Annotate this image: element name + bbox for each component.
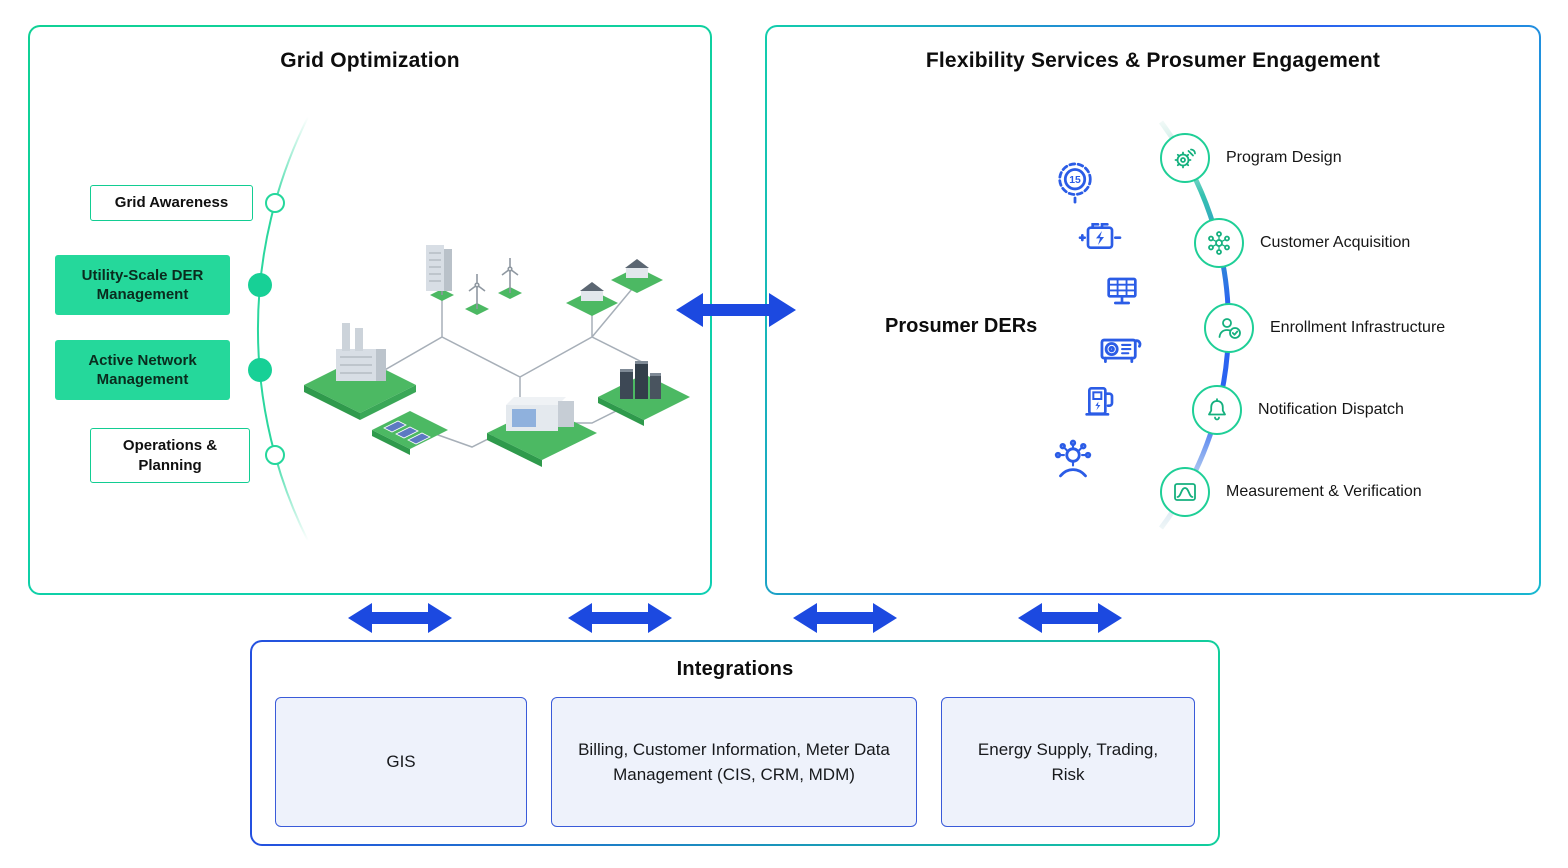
flexibility-panel-inner: Flexibility Services & Prosumer Engageme… — [767, 27, 1539, 593]
person-check-icon — [1204, 303, 1254, 353]
flexibility-panel: Flexibility Services & Prosumer Engageme… — [765, 25, 1541, 595]
smart-meter-gauge-icon: 15 — [1049, 156, 1101, 208]
service-label: Customer Acquisition — [1260, 234, 1411, 251]
service-label: Enrollment Infrastructure — [1270, 319, 1446, 336]
bidirectional-arrow-panels — [676, 291, 796, 334]
gear-wrench-icon — [1160, 133, 1210, 183]
grid-optimization-panel-inner: Grid Optimization Grid Awareness Utility… — [30, 27, 710, 593]
office-building — [426, 245, 452, 291]
network-icon — [1194, 218, 1244, 268]
grid-optimization-panel: Grid Optimization Grid Awareness Utility… — [28, 25, 712, 595]
solar-array — [383, 420, 431, 445]
integrations-panel-inner: Integrations GIS Billing, Customer Infor… — [252, 642, 1218, 844]
bidirectional-arrow-integration-4 — [1018, 601, 1122, 640]
integration-box-billing-cis-crm-mdm: Billing, Customer Information, Meter Dat… — [551, 697, 917, 827]
service-program-design: Program Design — [1160, 133, 1342, 183]
ev-charger-icon — [1074, 377, 1126, 429]
arc-node-operations-planning — [265, 445, 285, 465]
service-notification-dispatch: Notification Dispatch — [1192, 385, 1404, 435]
service-label: Measurement & Verification — [1226, 483, 1422, 500]
integrations-title: Integrations — [676, 658, 794, 680]
bidirectional-arrow-integration-2 — [568, 601, 672, 640]
service-enrollment-infrastructure: Enrollment Infrastructure — [1204, 303, 1445, 353]
service-measurement-verification: Measurement & Verification — [1160, 467, 1422, 517]
battery-icon — [1074, 211, 1126, 263]
houses — [580, 259, 649, 301]
grid-item-operations-planning: Operations & Planning — [90, 428, 250, 483]
grid-item-active-network-management: Active Network Management — [55, 340, 230, 400]
arc-node-active-network — [248, 358, 272, 382]
bell-curve-chart-icon — [1160, 467, 1210, 517]
service-customer-acquisition: Customer Acquisition — [1194, 218, 1410, 268]
connected-devices-icon — [1047, 436, 1099, 488]
integrations-panel: Integrations GIS Billing, Customer Infor… — [250, 640, 1220, 846]
integration-box-energy-supply-trading-risk: Energy Supply, Trading, Risk — [941, 697, 1195, 827]
power-plant — [336, 323, 386, 381]
service-label: Notification Dispatch — [1258, 401, 1404, 418]
integration-box-gis: GIS — [275, 697, 527, 827]
bidirectional-arrow-integration-3 — [793, 601, 897, 640]
flexibility-title: Flexibility Services & Prosumer Engageme… — [925, 49, 1381, 72]
grid-optimization-title: Grid Optimization — [280, 49, 460, 72]
solar-panel-icon — [1096, 265, 1148, 317]
grid-illustration — [292, 225, 712, 515]
factory — [506, 397, 574, 431]
arc-node-grid-awareness — [265, 193, 285, 213]
bell-icon — [1192, 385, 1242, 435]
bidirectional-arrow-integration-1 — [348, 601, 452, 640]
generator-icon — [1094, 321, 1146, 373]
grid-item-utility-scale-der-management: Utility-Scale DER Management — [55, 255, 230, 315]
prosumer-ders-label: Prosumer DERs — [885, 315, 1038, 337]
service-label: Program Design — [1226, 149, 1342, 166]
grid-item-grid-awareness: Grid Awareness — [90, 185, 253, 221]
arc-node-utility-scale-der — [248, 273, 272, 297]
svg-text:15: 15 — [1069, 175, 1081, 186]
commercial-buildings — [620, 361, 661, 399]
